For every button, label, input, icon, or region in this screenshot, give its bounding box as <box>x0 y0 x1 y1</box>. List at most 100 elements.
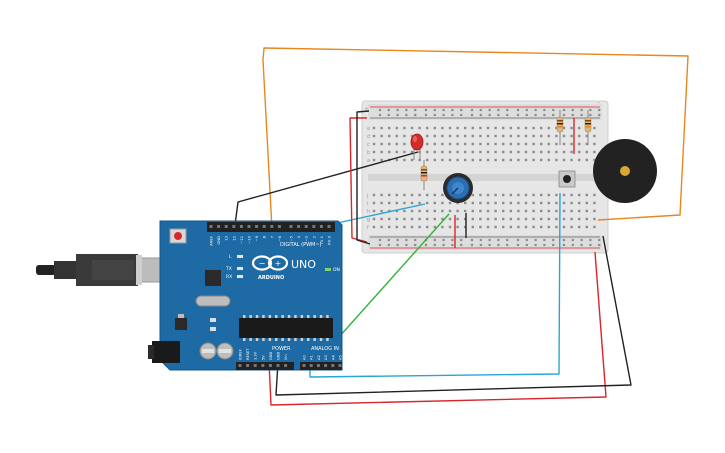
bb-hole <box>540 158 543 162</box>
rail-hole <box>497 243 500 247</box>
rail-hole <box>442 238 445 242</box>
bb-hole <box>540 209 543 213</box>
bb-hole <box>486 158 490 162</box>
bb-hole <box>547 150 550 154</box>
bb-hole <box>456 225 459 229</box>
header-pin[interactable] <box>270 225 274 228</box>
rail-hole <box>460 113 463 117</box>
bb-hole <box>395 158 398 162</box>
bb-hole <box>593 225 596 229</box>
header-pin[interactable] <box>324 364 328 367</box>
header-pin[interactable] <box>319 225 323 228</box>
bb-hole <box>471 150 474 154</box>
bb-hole <box>570 209 573 213</box>
wire-red-left-rail[interactable] <box>349 117 368 243</box>
header-pin[interactable] <box>302 364 306 367</box>
rail-plus-label: + <box>364 106 369 113</box>
header-pin[interactable] <box>338 364 342 367</box>
header-pin[interactable] <box>239 225 243 228</box>
wire-black-gnd[interactable] <box>275 235 632 396</box>
chip-leg <box>281 338 284 341</box>
pull-resistor-2[interactable] <box>584 110 592 145</box>
header-pin[interactable] <box>327 225 331 228</box>
header-pin[interactable] <box>238 364 242 367</box>
header-pin[interactable] <box>255 225 259 228</box>
potentiometer[interactable] <box>443 173 473 203</box>
rail-hole <box>497 108 500 112</box>
wire-black-led[interactable] <box>234 151 419 226</box>
rail-hole <box>433 113 436 117</box>
red-led[interactable] <box>410 133 424 160</box>
header-pin[interactable] <box>304 225 308 228</box>
header-pin[interactable] <box>224 225 228 228</box>
chip-leg <box>326 338 329 341</box>
header-pin[interactable] <box>209 225 213 228</box>
header-pin[interactable] <box>277 225 281 228</box>
header-pin[interactable] <box>268 364 272 367</box>
bb-hole <box>547 158 550 162</box>
bb-hole <box>479 209 482 213</box>
header-pin[interactable] <box>253 364 257 367</box>
header-pin[interactable] <box>289 225 293 228</box>
rail-hole <box>387 243 390 247</box>
header-pin[interactable] <box>316 364 320 367</box>
rail-hole <box>488 113 491 117</box>
header-pin[interactable] <box>246 364 250 367</box>
rail-hole <box>497 238 500 242</box>
header-pin[interactable] <box>284 364 288 367</box>
header-pin[interactable] <box>247 225 251 228</box>
bb-hole <box>479 193 482 197</box>
header-pin[interactable] <box>261 364 265 367</box>
bb-hole <box>578 126 581 130</box>
pull-resistor-1[interactable] <box>556 110 564 145</box>
wire-red-5v[interactable] <box>268 251 607 406</box>
bb-hole <box>578 193 581 197</box>
header-pin[interactable] <box>232 225 236 228</box>
header-pin[interactable] <box>297 225 301 228</box>
bb-hole <box>380 225 383 229</box>
header-pin[interactable] <box>309 364 313 367</box>
header-pin[interactable] <box>312 225 316 228</box>
header-pin[interactable] <box>276 364 280 367</box>
bb-hole <box>532 217 535 221</box>
piezo-buzzer[interactable] <box>593 139 657 203</box>
bb-hole <box>509 193 512 197</box>
bb-hole <box>524 225 528 229</box>
bb-hole <box>562 142 566 146</box>
bb-hole <box>464 150 467 154</box>
bb-hole <box>494 142 497 146</box>
rail-hole <box>424 243 428 247</box>
header-pin[interactable] <box>262 225 266 228</box>
bb-hole <box>388 142 391 146</box>
wire-green-analog[interactable] <box>321 213 450 357</box>
rail-hole <box>442 243 445 247</box>
bb-hole <box>509 126 512 130</box>
bb-hole <box>410 201 414 205</box>
wire-black-left-rail[interactable] <box>356 110 371 245</box>
header-pin[interactable] <box>217 225 221 228</box>
chip-leg <box>319 315 323 318</box>
header-pin[interactable] <box>331 364 335 367</box>
bb-hole <box>456 126 459 130</box>
bb-hole <box>547 126 550 130</box>
bb-hole <box>593 158 596 162</box>
bb-hole <box>433 209 436 213</box>
led-resistor[interactable] <box>420 160 428 190</box>
power-jack[interactable] <box>152 341 180 363</box>
analog-label: ANALOG IN <box>311 346 339 352</box>
rail-hole <box>405 238 408 242</box>
rail-hole <box>580 238 583 242</box>
pin-label: 3.3V <box>254 351 258 360</box>
bb-hole <box>395 150 398 154</box>
bb-hole <box>471 225 474 229</box>
wire-orange-loop[interactable] <box>262 47 689 230</box>
bb-hole <box>403 126 406 130</box>
rail-hole <box>552 238 555 242</box>
push-button[interactable] <box>558 170 576 188</box>
analog-header <box>300 362 342 370</box>
bb-hole <box>464 158 467 162</box>
bb-hole <box>426 150 429 154</box>
chip-leg <box>249 338 252 341</box>
bb-hole <box>388 193 391 197</box>
